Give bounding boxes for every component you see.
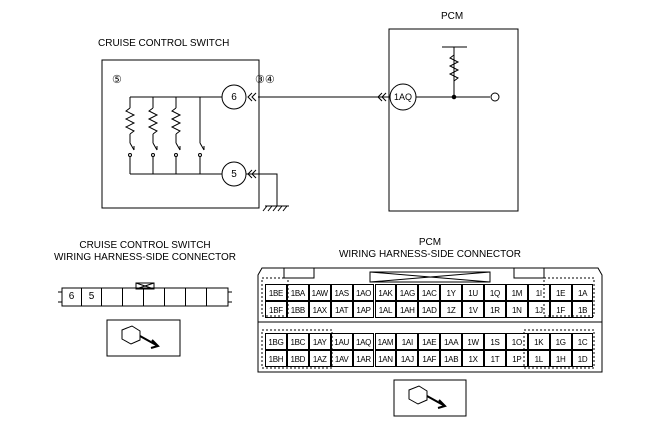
pcm-terminal-cell: 1AP bbox=[352, 301, 375, 318]
pcm-terminal-cell: 1AU bbox=[330, 333, 353, 350]
connector-chevron-5 bbox=[247, 169, 257, 179]
pin-6-label: 6 bbox=[231, 92, 237, 103]
pcm-terminal-cell: 1N bbox=[505, 301, 528, 318]
switch-cell bbox=[165, 288, 186, 306]
switch-cell: 5 bbox=[82, 288, 102, 306]
pcm-terminal-cell: 1BH bbox=[265, 350, 287, 367]
pcm-terminal-cell: 1AH bbox=[396, 301, 419, 318]
switch-connector-title-2: WIRING HARNESS-SIDE CONNECTOR bbox=[53, 252, 237, 263]
pcm-terminal-cell: 1BA bbox=[286, 284, 309, 301]
pcm-terminal-cell: 1BG bbox=[265, 333, 287, 350]
pcm-terminal-cell: 1AC bbox=[418, 284, 441, 301]
pcm-terminal-cell: 1AQ bbox=[352, 333, 375, 350]
switch-cell bbox=[186, 288, 207, 306]
switch-box bbox=[101, 59, 260, 209]
pcm-terminal-cell: 1BC bbox=[286, 333, 309, 350]
pcm-terminal-cell: 1BB bbox=[286, 301, 309, 318]
pcm-terminal-cell: 1BD bbox=[286, 350, 309, 367]
switch-connector-shell bbox=[58, 282, 232, 307]
pcm-terminal-cell: 1D bbox=[571, 350, 594, 367]
pcm-terminal-cell: 1C bbox=[571, 333, 594, 350]
connector-view-icon-left bbox=[106, 319, 181, 357]
pcm-terminal-cell: 1AR bbox=[352, 350, 375, 367]
pcm-pullup bbox=[416, 46, 500, 102]
circuit-number-3-4: ③④ bbox=[255, 74, 275, 86]
pcm-terminal-cell: 1H bbox=[549, 350, 572, 367]
pcm-terminal-cell: 1J bbox=[527, 301, 550, 318]
pcm-terminal-cell: 1AA bbox=[440, 333, 463, 350]
switch-connector-cells: 6 5 bbox=[62, 288, 228, 306]
pcm-terminal-cell: 1B bbox=[571, 301, 594, 318]
pcm-terminal-cell: 1AB bbox=[440, 350, 463, 367]
pcm-terminal-cell: 1S bbox=[484, 333, 506, 350]
pcm-connector-title-1: PCM bbox=[418, 237, 442, 248]
connector-chevron-1aq bbox=[377, 92, 387, 102]
pcm-terminal-cell: 1E bbox=[549, 284, 572, 301]
pcm-terminal-cell: 1U bbox=[462, 284, 484, 301]
pcm-title: PCM bbox=[441, 11, 464, 22]
pcm-terminal-cell: 1W bbox=[462, 333, 484, 350]
pcm-terminal-cell: 1X bbox=[462, 350, 484, 367]
pcm-terminal-cell: 1AG bbox=[396, 284, 419, 301]
ground-wire bbox=[246, 173, 278, 206]
pcm-terminal-cell: 1AO bbox=[352, 284, 375, 301]
switch-connector-title-1: CRUISE CONTROL SWITCH bbox=[79, 240, 211, 251]
pcm-terminal-cell: 1Y bbox=[440, 284, 463, 301]
pcm-terminal-cell: 1AF bbox=[418, 350, 441, 367]
pcm-terminal-cell: 1AX bbox=[308, 301, 331, 318]
pcm-terminal-cell: 1AY bbox=[308, 333, 331, 350]
pcm-terminal-cell: 1O bbox=[505, 333, 528, 350]
pcm-terminal-cell: 1AS bbox=[330, 284, 353, 301]
pcm-terminal-cell: 1K bbox=[527, 333, 550, 350]
pcm-terminal-cell: 1AT bbox=[330, 301, 353, 318]
switch-cell: 6 bbox=[62, 288, 82, 306]
switch-title: CRUISE CONTROL SWITCH bbox=[98, 38, 230, 49]
pcm-terminal-cell: 1R bbox=[484, 301, 506, 318]
pcm-terminal-cell: 1L bbox=[527, 350, 550, 367]
pcm-terminal-cell: 1AD bbox=[418, 301, 441, 318]
pcm-terminal-cell: 1AV bbox=[330, 350, 353, 367]
pcm-terminal-cell: 1BE bbox=[265, 284, 287, 301]
pcm-terminal-cell: 1Q bbox=[484, 284, 506, 301]
pcm-terminal-cell: 1Z bbox=[440, 301, 463, 318]
pcm-terminal-cell: 1M bbox=[505, 284, 528, 301]
pcm-terminal-cell: 1AI bbox=[396, 333, 419, 350]
connector-chevron-6 bbox=[247, 92, 257, 102]
pcm-terminal-cell: 1AL bbox=[374, 301, 397, 318]
switch-branches bbox=[124, 97, 205, 174]
switch-cell bbox=[144, 288, 165, 306]
pcm-terminal-cell: 1A bbox=[571, 284, 594, 301]
switch-cell bbox=[102, 288, 123, 306]
connector-view-icon-right bbox=[393, 379, 467, 417]
pin-1aq-label: 1AQ bbox=[393, 92, 412, 102]
pcm-terminal-cell: 1AN bbox=[374, 350, 397, 367]
pcm-terminal-cell: 1AZ bbox=[308, 350, 331, 367]
pcm-terminal-cell: 1T bbox=[484, 350, 506, 367]
circuit-number-5: ⑤ bbox=[112, 74, 122, 86]
switch-cell bbox=[207, 288, 228, 306]
pcm-terminal-cell: 1AJ bbox=[396, 350, 419, 367]
pcm-connector-title-2: WIRING HARNESS-SIDE CONNECTOR bbox=[338, 249, 522, 260]
switch-cell bbox=[123, 288, 144, 306]
pin-5-label: 5 bbox=[231, 169, 237, 180]
pcm-terminal-cell: 1AE bbox=[418, 333, 441, 350]
pcm-terminal-cell: 1P bbox=[505, 350, 528, 367]
pcm-terminal-cell: 1V bbox=[462, 301, 484, 318]
pcm-terminal-cell: 1F bbox=[549, 301, 572, 318]
pcm-terminal-cell: 1AM bbox=[374, 333, 397, 350]
pcm-terminal-cell: 1I bbox=[527, 284, 550, 301]
pcm-terminal-cell: 1AW bbox=[308, 284, 331, 301]
pcm-box bbox=[388, 28, 519, 212]
pcm-terminal-cell: 1AK bbox=[374, 284, 397, 301]
pcm-terminal-cell: 1G bbox=[549, 333, 572, 350]
pcm-terminal-cell: 1BF bbox=[265, 301, 287, 318]
